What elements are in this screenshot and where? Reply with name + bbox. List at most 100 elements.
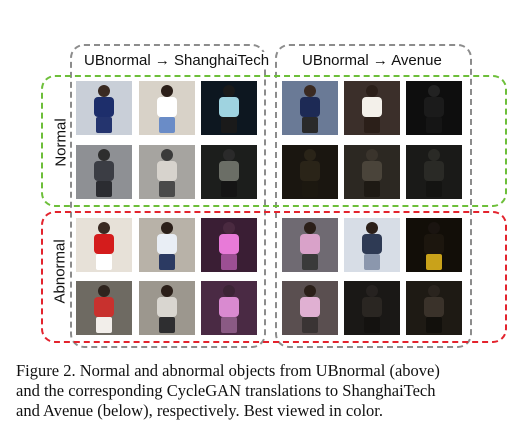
row-label-abnormal: Abnormal xyxy=(51,239,69,304)
person-legs xyxy=(221,317,237,333)
thumbnail-normal-ubnormal xyxy=(344,81,400,135)
person-head xyxy=(98,85,110,97)
person-legs xyxy=(96,181,112,197)
person-torso xyxy=(424,234,444,254)
person-head xyxy=(223,222,235,234)
thumbnail-normal-ubnormal xyxy=(76,81,132,135)
row-label-normal: Normal xyxy=(52,118,70,167)
person-head xyxy=(428,285,440,297)
person-torso xyxy=(219,161,239,181)
thumbnail-normal-translated xyxy=(344,145,400,199)
person-head xyxy=(98,149,110,161)
person-legs xyxy=(159,181,175,197)
person-legs xyxy=(221,117,237,133)
thumbnail-abnormal-ubnormal xyxy=(201,218,257,272)
person-legs xyxy=(364,181,380,197)
person-head xyxy=(304,222,316,234)
person-legs xyxy=(364,117,380,133)
thumbnail-abnormal-translated xyxy=(139,281,195,335)
person-legs xyxy=(302,254,318,270)
person-torso xyxy=(94,161,114,181)
person-torso xyxy=(94,234,114,254)
thumbnail-abnormal-ubnormal xyxy=(76,218,132,272)
person-torso xyxy=(362,97,382,117)
thumbnail-abnormal-ubnormal xyxy=(282,218,338,272)
person-legs xyxy=(426,181,442,197)
person-torso xyxy=(219,97,239,117)
person-legs xyxy=(364,317,380,333)
thumbnail-normal-translated xyxy=(76,145,132,199)
person-head xyxy=(366,85,378,97)
thumbnail-normal-ubnormal xyxy=(282,81,338,135)
person-legs xyxy=(159,317,175,333)
thumbnail-abnormal-ubnormal xyxy=(406,218,462,272)
thumbnail-normal-ubnormal xyxy=(406,81,462,135)
person-legs xyxy=(302,181,318,197)
figure-caption: Figure 2. Normal and abnormal objects fr… xyxy=(16,361,512,421)
person-torso xyxy=(424,161,444,181)
person-head xyxy=(366,285,378,297)
person-torso xyxy=(219,297,239,317)
person-torso xyxy=(94,97,114,117)
person-head xyxy=(366,222,378,234)
person-legs xyxy=(426,317,442,333)
person-legs xyxy=(159,117,175,133)
thumbnail-normal-translated xyxy=(406,145,462,199)
person-head xyxy=(304,85,316,97)
person-head xyxy=(304,149,316,161)
person-head xyxy=(161,222,173,234)
thumbnail-abnormal-ubnormal xyxy=(139,218,195,272)
person-legs xyxy=(302,117,318,133)
person-legs xyxy=(159,254,175,270)
person-head xyxy=(428,85,440,97)
person-torso xyxy=(94,297,114,317)
thumbnail-abnormal-translated xyxy=(76,281,132,335)
thumbnail-abnormal-translated xyxy=(282,281,338,335)
thumbnail-abnormal-ubnormal xyxy=(344,218,400,272)
person-torso xyxy=(362,297,382,317)
person-head xyxy=(223,149,235,161)
person-head xyxy=(98,285,110,297)
person-legs xyxy=(221,181,237,197)
person-torso xyxy=(424,297,444,317)
thumbnail-abnormal-translated xyxy=(406,281,462,335)
thumbnail-normal-ubnormal xyxy=(139,81,195,135)
abnormal-row-box xyxy=(41,211,507,343)
column-header-avenue: UBnormal → Avenue xyxy=(298,52,446,69)
person-torso xyxy=(300,161,320,181)
person-legs xyxy=(96,317,112,333)
person-legs xyxy=(426,254,442,270)
thumbnail-normal-translated xyxy=(282,145,338,199)
person-head xyxy=(98,222,110,234)
person-torso xyxy=(300,297,320,317)
person-head xyxy=(161,149,173,161)
person-head xyxy=(223,285,235,297)
person-torso xyxy=(300,234,320,254)
person-head xyxy=(366,149,378,161)
normal-row-box xyxy=(41,75,507,207)
person-torso xyxy=(157,297,177,317)
person-legs xyxy=(364,254,380,270)
person-head xyxy=(304,285,316,297)
person-torso xyxy=(362,161,382,181)
person-head xyxy=(161,285,173,297)
person-legs xyxy=(426,117,442,133)
person-legs xyxy=(96,254,112,270)
person-torso xyxy=(157,97,177,117)
person-head xyxy=(161,85,173,97)
person-legs xyxy=(96,117,112,133)
caption-line: and Avenue (below), respectively. Best v… xyxy=(16,401,384,420)
person-head xyxy=(223,85,235,97)
caption-line: Figure 2. Normal and abnormal objects fr… xyxy=(16,361,440,380)
thumbnail-abnormal-translated xyxy=(201,281,257,335)
thumbnail-abnormal-translated xyxy=(344,281,400,335)
person-torso xyxy=(157,234,177,254)
person-torso xyxy=(219,234,239,254)
person-legs xyxy=(302,317,318,333)
thumbnail-normal-ubnormal xyxy=(201,81,257,135)
person-torso xyxy=(157,161,177,181)
person-legs xyxy=(221,254,237,270)
person-head xyxy=(428,222,440,234)
person-torso xyxy=(424,97,444,117)
column-header-shanghaitech: UBnormal → ShanghaiTech xyxy=(80,52,274,69)
